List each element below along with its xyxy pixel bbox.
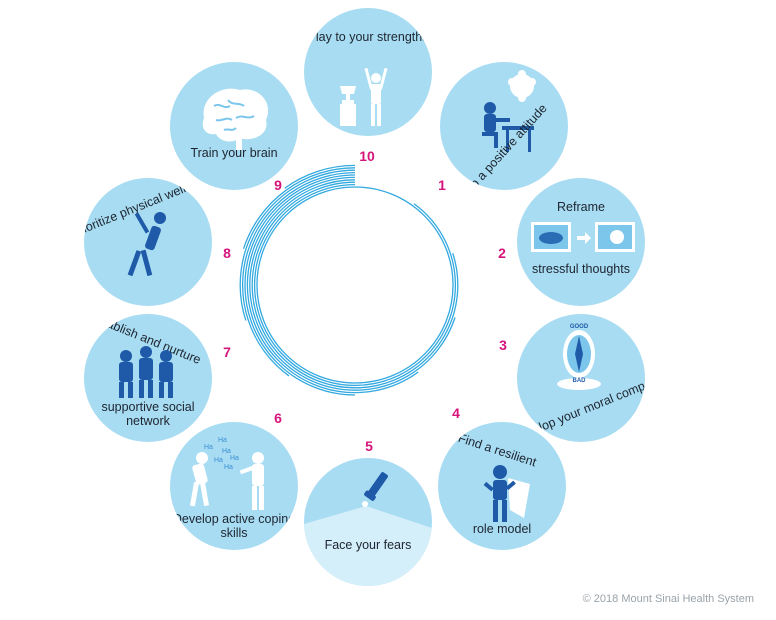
step-4-label-top: Find a resilient [456, 431, 538, 470]
step-number-3: 3 [499, 337, 507, 353]
caped-hero-icon: Find a resilient [456, 431, 539, 522]
step-2-label-top: Reframe [557, 200, 605, 214]
step-6-circle: Ha Ha Ha Ha Ha Ha Develop active coping … [170, 422, 298, 550]
step-4-label-bottom: role model [472, 522, 532, 536]
step-number-2: 2 [498, 245, 506, 261]
three-friends-icon: Establish and nurture [88, 314, 203, 398]
step-5-circle: Face your fears [304, 458, 432, 586]
spiral-arc [242, 167, 356, 249]
svg-text:Ha: Ha [214, 457, 223, 464]
step-number-4: 4 [452, 405, 460, 421]
step-number-1: 1 [438, 177, 446, 193]
step-10-circle: Play to your strengths [304, 8, 432, 136]
step-10-label: Play to your strengths [307, 30, 429, 44]
spiral-arc [246, 176, 419, 394]
step-1-label: Keep a positive attitude [452, 101, 549, 190]
step-9-circle: Train your brain [170, 62, 298, 190]
spiral-arc [251, 181, 459, 389]
flashlight-icon [304, 472, 432, 586]
svg-text:BAD: BAD [573, 378, 587, 384]
spiral-arc [253, 183, 457, 387]
step-2-label-bottom: stressful thoughts [532, 262, 630, 276]
svg-text:Ha: Ha [230, 455, 239, 462]
step-number-6: 6 [274, 410, 282, 426]
step-number-8: 8 [223, 245, 231, 261]
moral-compass-icon: GOOD BAD Develop your moral compass [517, 324, 645, 442]
svg-text:Ha: Ha [222, 448, 231, 455]
spiral-arc [249, 179, 456, 391]
cloud-to-sun-frames-icon [531, 222, 635, 252]
step-4-circle: Find a resilient role model [438, 422, 566, 550]
stretching-person-icon: Prioritize physical well-being [84, 178, 212, 277]
step-8-circle: Prioritize physical well-being [84, 178, 212, 306]
svg-text:GOOD: GOOD [570, 324, 589, 330]
step-5-label: Face your fears [324, 538, 412, 552]
step-number-7: 7 [223, 344, 231, 360]
step-7-label-bottom: supportive social network [101, 400, 195, 428]
step-3-circle: GOOD BAD Develop your moral compass [517, 314, 645, 442]
person-writing-sun-icon: Keep a positive attitude [452, 70, 550, 190]
svg-text:Ha: Ha [224, 464, 233, 471]
step-number-10: 10 [359, 148, 375, 164]
laughing-people-icon: Ha Ha Ha Ha Ha Ha [189, 437, 264, 510]
step-1-circle: Keep a positive attitude [440, 62, 568, 190]
trophy-winner-icon [340, 67, 388, 126]
step-2-circle: Reframe stressful thoughts [517, 178, 645, 306]
spiral-arc [256, 186, 454, 384]
step-9-label: Train your brain [190, 146, 278, 160]
spiral-arc [241, 171, 356, 377]
brain-icon [202, 88, 269, 150]
copyright-text: © 2018 Mount Sinai Health System [582, 593, 754, 605]
step-number-5: 5 [365, 438, 373, 454]
spiral-arc [239, 169, 356, 321]
step-number-9: 9 [274, 177, 282, 193]
spiral-arc [284, 164, 356, 189]
step-6-label: Develop active coping skills [172, 512, 296, 540]
step-7-circle: Establish and nurture supportive social … [84, 314, 212, 442]
spiral-arc [244, 174, 356, 396]
svg-text:Ha: Ha [204, 444, 213, 451]
svg-text:Ha: Ha [218, 437, 227, 444]
